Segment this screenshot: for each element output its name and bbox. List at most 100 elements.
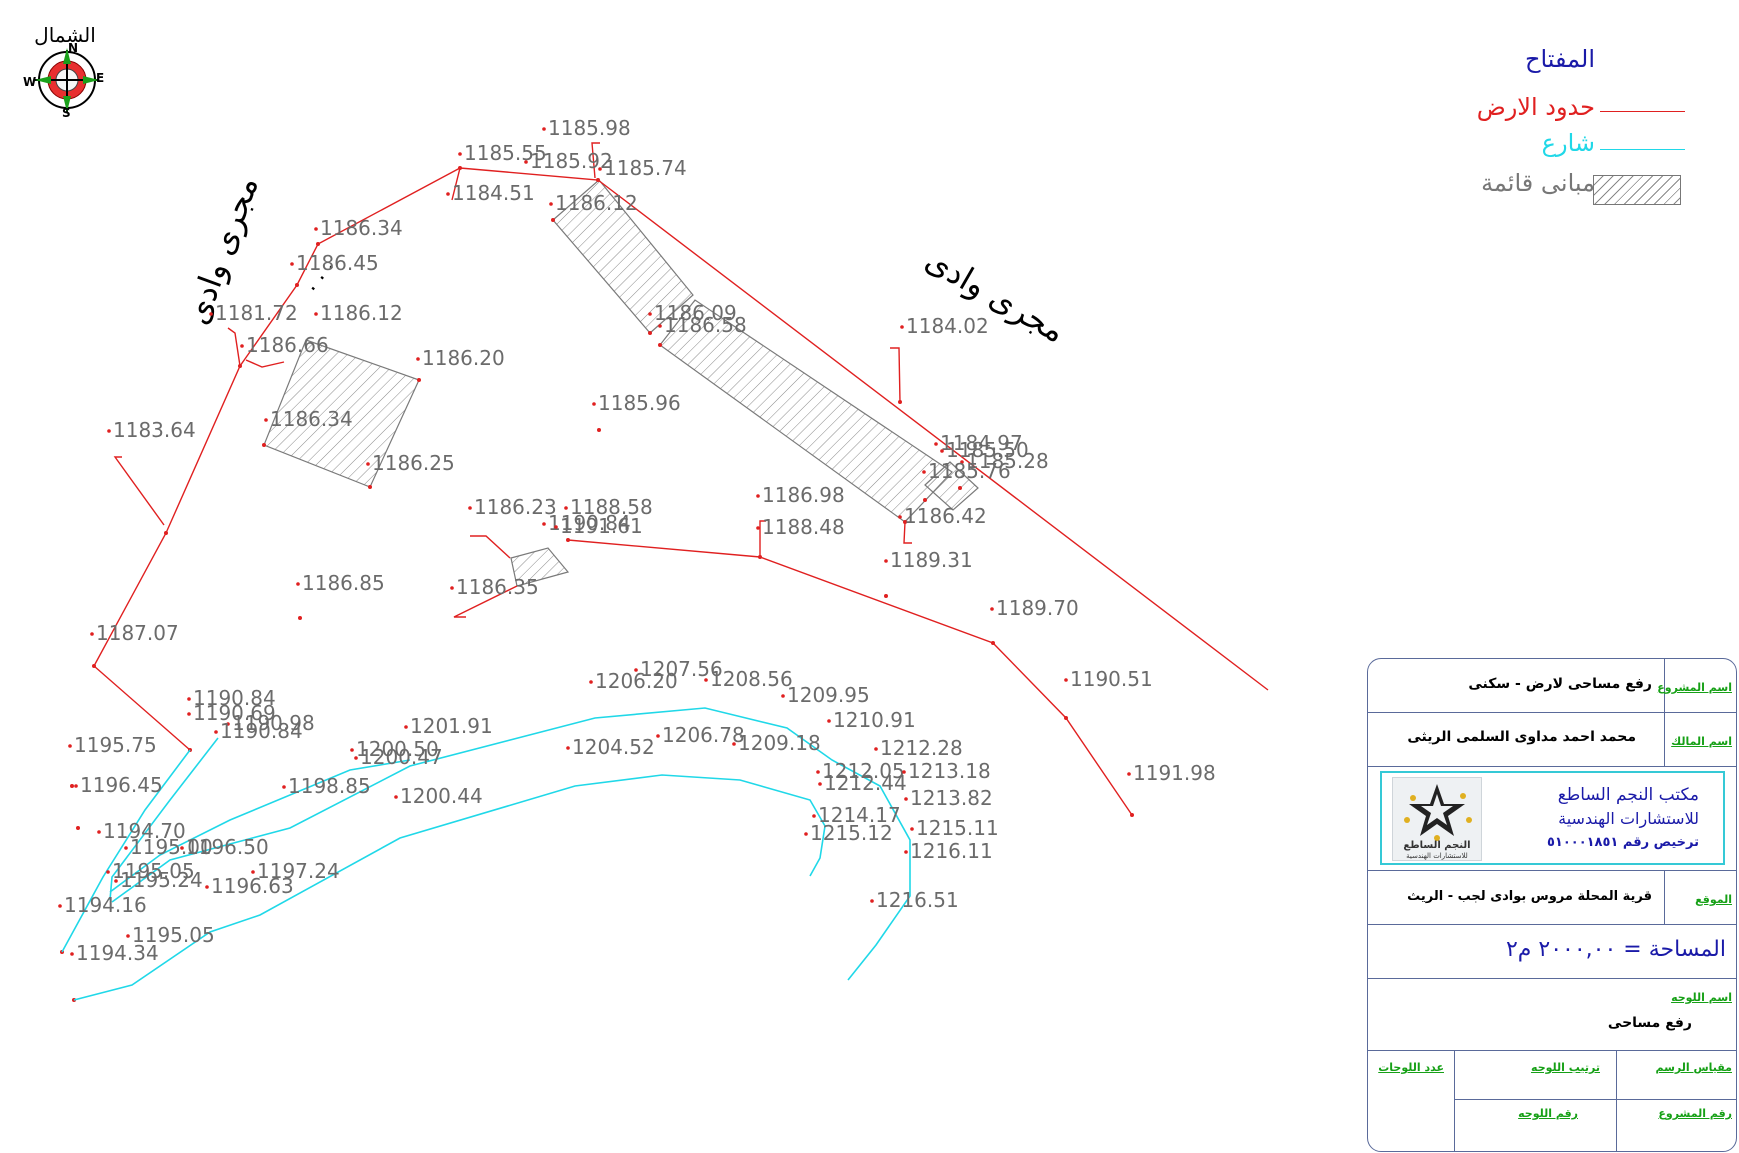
elevation-label: 1212.28	[880, 736, 963, 760]
tb-owner-value: محمد احمد مداوى السلمى الريثى	[1407, 729, 1636, 745]
elevation-label: 1206.78	[662, 723, 745, 747]
elevation-label: 1215.11	[916, 816, 999, 840]
elevation-label: 1184.97	[940, 431, 1023, 455]
elevation-label: 1186.66	[246, 333, 329, 357]
existing-buildings	[263, 179, 979, 587]
elevation-label: 1190.98	[232, 711, 315, 735]
elevation-point	[566, 746, 570, 750]
elevation-point	[404, 725, 408, 729]
elevation-label: 1186.42	[904, 504, 987, 528]
elevation-point	[68, 744, 72, 748]
elevation-point	[648, 312, 652, 316]
elevation-point	[226, 722, 230, 726]
elevation-label: 1186.34	[320, 216, 403, 240]
compass-s: S	[62, 106, 71, 120]
elevation-label: 1209.18	[738, 731, 821, 755]
elevation-point	[781, 694, 785, 698]
elevation-point	[70, 952, 74, 956]
elevation-point	[209, 312, 213, 316]
tb-sheetname-value: رفع مساحى	[1607, 1015, 1692, 1031]
title-block: اسم المشروع رفع مساحى لارض - سكنى اسم ال…	[1367, 658, 1737, 1152]
elevation-point	[732, 742, 736, 746]
elevation-label: 1185.96	[598, 391, 681, 415]
elevation-label: 1186.20	[422, 346, 505, 370]
elevation-label: 1185.76	[928, 459, 1011, 483]
elevation-point	[124, 846, 128, 850]
elevation-label: 1194.70	[103, 819, 186, 843]
elevation-label: 1185.50	[946, 438, 1029, 462]
tb-sheets-count-label: عدد اللوحات	[1378, 1061, 1444, 1074]
elevation-point	[900, 325, 904, 329]
elevation-label: 1181.72	[215, 301, 298, 325]
elevation-label: 1196.63	[211, 874, 294, 898]
company-logo: النجم الساطع للاستشارات الهندسية	[1392, 777, 1482, 861]
elevation-point	[542, 127, 546, 131]
elevation-label: 1186.12	[555, 191, 638, 215]
elevation-label: 1190.51	[1070, 667, 1153, 691]
elevation-point	[394, 795, 398, 799]
tb-sheetname-row: اسم اللوحه رفع مساحى	[1368, 979, 1736, 1051]
tb-area-row: المساحة = ٢٠٠٠,٠٠ م٢	[1368, 925, 1736, 979]
elevation-label: 1198.85	[288, 774, 371, 798]
boundary-points	[60, 166, 1134, 1002]
logo-sub: للاستشارات الهندسية	[1406, 852, 1468, 860]
elevation-point	[554, 525, 558, 529]
elevation-label: 1200.44	[400, 784, 483, 808]
elevation-label: 1185.28	[966, 449, 1049, 473]
elevation-label: 1186.45	[296, 251, 379, 275]
elevation-point	[904, 850, 908, 854]
tb-project-no-label: رقم المشروع	[1658, 1107, 1732, 1120]
elevation-label: 1209.95	[787, 683, 870, 707]
tb-bottom-grid: مقياس الرسم ترتيب اللوحه عدد اللوحات رقم…	[1368, 1051, 1736, 1151]
elevation-label: 1195.24	[120, 868, 203, 892]
elevation-point	[902, 770, 906, 774]
elevation-point	[960, 460, 964, 464]
elevation-label: 1187.07	[96, 621, 179, 645]
street-lines	[61, 707, 911, 1001]
elevation-point	[990, 607, 994, 611]
logo-text: النجم الساطع	[1403, 840, 1471, 851]
tb-location-label: الموقع	[1695, 893, 1732, 906]
elevation-label: 1188.48	[762, 515, 845, 539]
elevation-point	[870, 899, 874, 903]
elevation-point	[282, 785, 286, 789]
elevation-label: 1194.34	[76, 941, 159, 965]
elevation-label: 1216.51	[876, 888, 959, 912]
elevation-point	[658, 324, 662, 328]
elevation-point	[296, 582, 300, 586]
elevation-point	[756, 494, 760, 498]
elevation-point	[564, 506, 568, 510]
elevation-point	[1064, 678, 1068, 682]
elevation-label: 1189.31	[890, 548, 973, 572]
elevation-label: 1186.35	[456, 575, 539, 599]
legend-street-label: شارع	[1541, 129, 1595, 157]
compass-title: الشمال	[34, 23, 96, 47]
elevation-label: 1186.58	[664, 313, 747, 337]
elevation-point	[598, 167, 602, 171]
elevation-point	[240, 344, 244, 348]
company-name: مكتب النجم الساطع	[1557, 785, 1699, 805]
elevation-label: 1186.98	[762, 483, 845, 507]
elevation-label: 1195.05	[132, 923, 215, 947]
elevation-point	[816, 770, 820, 774]
elevation-point	[205, 885, 209, 889]
elevation-label: 1213.18	[908, 759, 991, 783]
elevation-label: 1184.02	[906, 314, 989, 338]
compass-n: N	[68, 41, 78, 55]
elevation-point	[910, 827, 914, 831]
tb-sheet-no-label: رقم اللوحه	[1518, 1107, 1578, 1120]
elevation-point	[542, 522, 546, 526]
elevation-label: 1190.84	[548, 511, 631, 535]
elevation-label: 1200.50	[356, 737, 439, 761]
tb-company-row	[1368, 767, 1736, 871]
compass-e: E	[96, 71, 104, 85]
elevation-point	[58, 904, 62, 908]
elevation-point	[549, 202, 553, 206]
elevation-point	[884, 559, 888, 563]
elevation-label: 1204.52	[572, 735, 655, 759]
elevation-point	[114, 879, 118, 883]
compass-w: W	[23, 75, 36, 89]
elevation-label: 1191.61	[560, 514, 643, 538]
